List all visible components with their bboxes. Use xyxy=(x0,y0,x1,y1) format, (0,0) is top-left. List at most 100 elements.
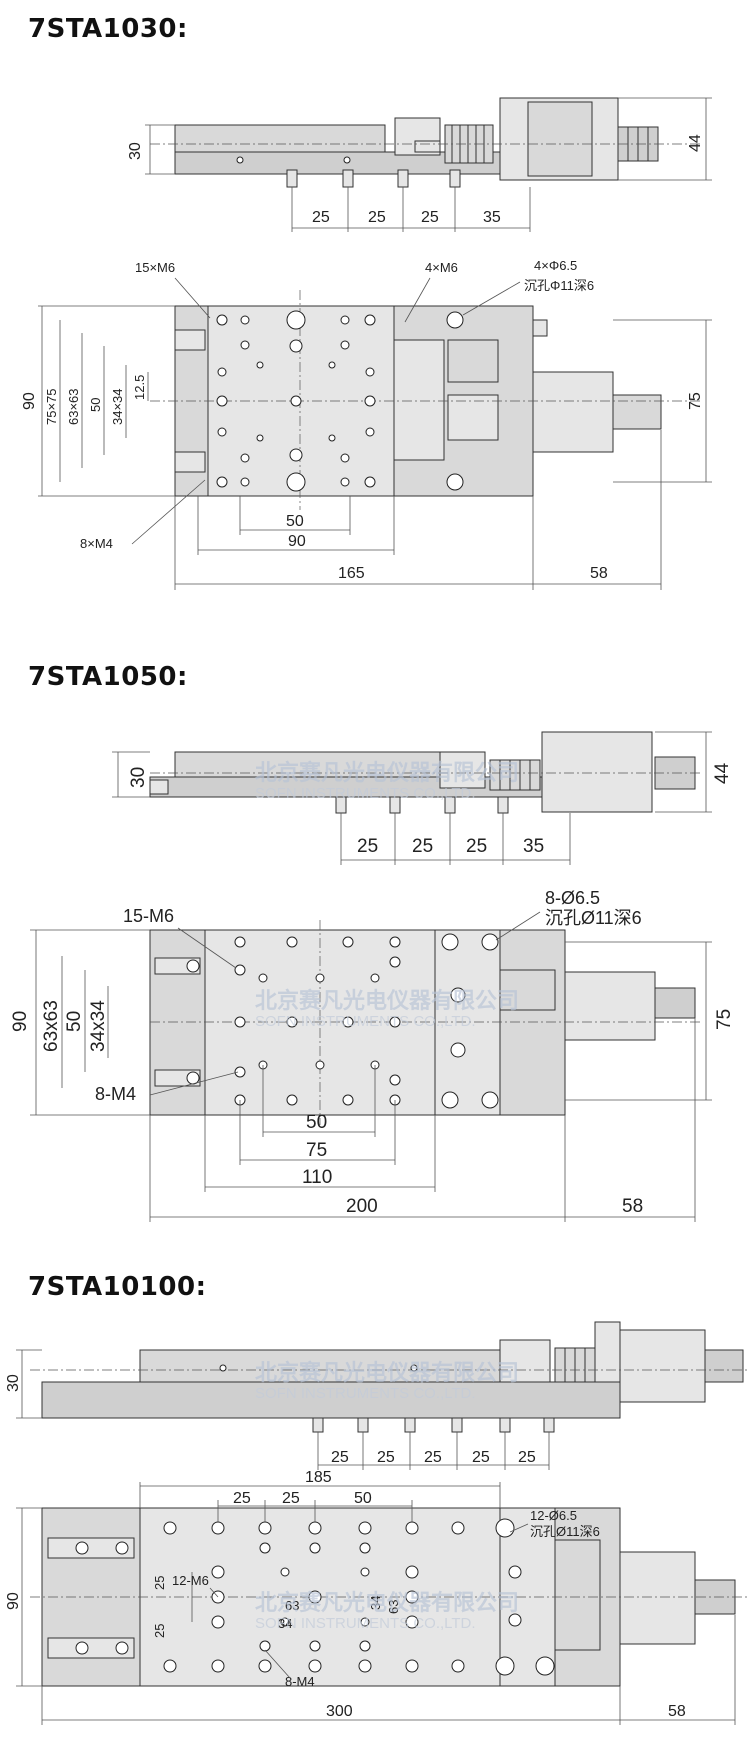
left-dim-63: 63×63 xyxy=(66,388,81,425)
watermark-en-4: SOFN INSTRUMENTS CO.,LTD. xyxy=(255,1615,476,1632)
drawing-7sta1030: 25 25 25 35 30 44 15×M6 4×M xyxy=(21,97,712,590)
side-dim-1: 25 xyxy=(357,836,378,857)
label-4xm6: 4×M6 xyxy=(425,260,458,275)
inner-dim-34a: 34 xyxy=(278,1616,292,1631)
label-15xm6: 15×M6 xyxy=(135,260,175,275)
top-dim-185: 185 xyxy=(305,1469,332,1486)
motor xyxy=(619,1329,706,1403)
side-dim-5: 25 xyxy=(518,1449,536,1466)
knob-top xyxy=(612,394,662,430)
watermark-cn-1: 北京赛凡光电仪器有限公司 xyxy=(255,760,519,785)
label-counterbore: 沉孔Φ11深6 xyxy=(524,278,594,293)
bottom-dim-58: 58 xyxy=(590,565,608,582)
bottom-dim-300: 300 xyxy=(326,1703,353,1720)
label-15-m6: 15-M6 xyxy=(123,906,174,926)
bottom-dim-50: 50 xyxy=(286,513,304,530)
label-12-m6: 12-M6 xyxy=(172,1573,209,1588)
side-motor-height: 44 xyxy=(687,134,704,152)
right-dim-75: 75 xyxy=(714,1009,735,1030)
right-dim-75: 75 xyxy=(687,392,704,410)
knob-top xyxy=(654,987,696,1019)
label-counterbore: 沉孔Ø11深6 xyxy=(545,908,642,928)
watermark-cn-4: 北京赛凡光电仪器有限公司 xyxy=(255,1590,519,1615)
watermark-en-2: SOFN INSTRUMENTS CO.,LTD. xyxy=(255,1013,476,1030)
label-12-phi65: 12-Ø6.5 xyxy=(530,1508,577,1523)
side-dim-4: 35 xyxy=(483,209,501,226)
bracket xyxy=(499,1339,551,1383)
side-dim-2: 25 xyxy=(412,836,433,857)
side-height: 30 xyxy=(127,142,144,160)
left-dim-125: 12.5 xyxy=(132,375,147,400)
side-dim-3: 25 xyxy=(466,836,487,857)
top-dim-25a: 25 xyxy=(233,1490,251,1507)
coupling-top xyxy=(447,394,499,441)
label-8-phi65: 8-Ø6.5 xyxy=(545,888,600,908)
drawing-7sta10100: 25 25 25 25 25 30 185 25 xyxy=(5,1321,750,1725)
inner-dim-63a: 63 xyxy=(285,1598,299,1613)
side-dim-1: 25 xyxy=(331,1449,349,1466)
left-dim-63: 63x63 xyxy=(41,1000,62,1052)
bottom-dim-200: 200 xyxy=(346,1196,378,1217)
left-dim-34: 34x34 xyxy=(88,1000,109,1052)
section-title-7sta10100: 7STA10100: xyxy=(28,1272,207,1302)
motor-top xyxy=(619,1551,696,1645)
left-dim-75: 75×75 xyxy=(44,388,59,425)
top-view-10100: 185 25 25 50 25 25 63 63 34 34 12-Ø6.5 沉… xyxy=(5,1469,750,1725)
left-dim-50: 50 xyxy=(64,1011,85,1032)
bottom-dim-90: 90 xyxy=(288,533,306,550)
left-dim-90: 90 xyxy=(5,1592,22,1610)
coupling-top xyxy=(499,969,556,1011)
watermark-en-3: SOFN INSTRUMENTS CO.,LTD. xyxy=(255,1385,476,1402)
base-plate xyxy=(41,1381,621,1419)
label-8-m4: 8-M4 xyxy=(95,1084,136,1104)
top-dim-50: 50 xyxy=(354,1490,372,1507)
bottom-dim-58: 58 xyxy=(668,1703,686,1720)
bottom-dim-75: 75 xyxy=(306,1140,327,1161)
inner-dim-25a: 25 xyxy=(152,1576,167,1590)
watermark-cn-2: 北京赛凡光电仪器有限公司 xyxy=(255,988,519,1013)
carriage xyxy=(174,124,386,153)
label-4xphi65: 4×Φ6.5 xyxy=(534,258,577,273)
side-dim-4: 35 xyxy=(523,836,544,857)
side-dim-3: 25 xyxy=(421,209,439,226)
section-title-7sta1050: 7STA1050: xyxy=(28,662,188,692)
knob xyxy=(704,1349,744,1383)
top-dim-25b: 25 xyxy=(282,1490,300,1507)
inner-dim-63b: 63 xyxy=(386,1600,401,1614)
inner-dim-25b: 25 xyxy=(152,1624,167,1638)
bracket-top xyxy=(393,339,445,461)
bracket-top xyxy=(434,929,501,1116)
bottom-dim-58: 58 xyxy=(622,1196,643,1217)
side-height: 30 xyxy=(5,1374,22,1392)
top-view-1030: 15×M6 4×M6 4×Φ6.5 沉孔Φ11深6 8×M4 90 75×75 … xyxy=(21,258,712,590)
bottom-dim-165: 165 xyxy=(338,565,365,582)
bottom-dim-110: 110 xyxy=(302,1167,332,1188)
side-height: 30 xyxy=(128,767,149,788)
drawing-7sta1050: 25 25 25 35 30 44 15-M6 8-Ø6.5 沉孔Ø11深6 8… xyxy=(10,731,735,1222)
label-counterbore: 沉孔Ø11深6 xyxy=(530,1524,600,1539)
side-dim-4: 25 xyxy=(472,1449,490,1466)
top-view-1050: 15-M6 8-Ø6.5 沉孔Ø11深6 8-M4 90 63x63 50 34… xyxy=(10,888,735,1222)
side-view-1050: 25 25 25 35 30 44 xyxy=(112,731,733,865)
left-dim-34: 34×34 xyxy=(110,388,125,425)
watermark-en-1: SOFN INSTRUMENTS CO.,LTD. xyxy=(255,785,476,802)
side-motor-height: 44 xyxy=(712,762,733,784)
motor xyxy=(541,731,653,813)
left-dim-90: 90 xyxy=(21,392,38,410)
motor-top xyxy=(564,971,656,1041)
side-dim-1: 25 xyxy=(312,209,330,226)
bottom-dim-50: 50 xyxy=(306,1112,327,1133)
side-dim-2: 25 xyxy=(368,209,386,226)
watermark-cn-3: 北京赛凡光电仪器有限公司 xyxy=(255,1360,519,1385)
inner-dim-34b: 34 xyxy=(368,1596,383,1610)
coupling-top xyxy=(554,1539,601,1651)
label-8-m4: 8-M4 xyxy=(285,1674,315,1689)
coupling xyxy=(489,759,541,791)
left-dim-50: 50 xyxy=(88,398,103,412)
motor-top xyxy=(532,371,614,453)
label-8xm4: 8×M4 xyxy=(80,536,113,551)
side-view-10100: 25 25 25 25 25 30 xyxy=(5,1321,750,1470)
side-dim-3: 25 xyxy=(424,1449,442,1466)
section-title-7sta1030: 7STA1030: xyxy=(28,14,188,44)
side-dim-2: 25 xyxy=(377,1449,395,1466)
